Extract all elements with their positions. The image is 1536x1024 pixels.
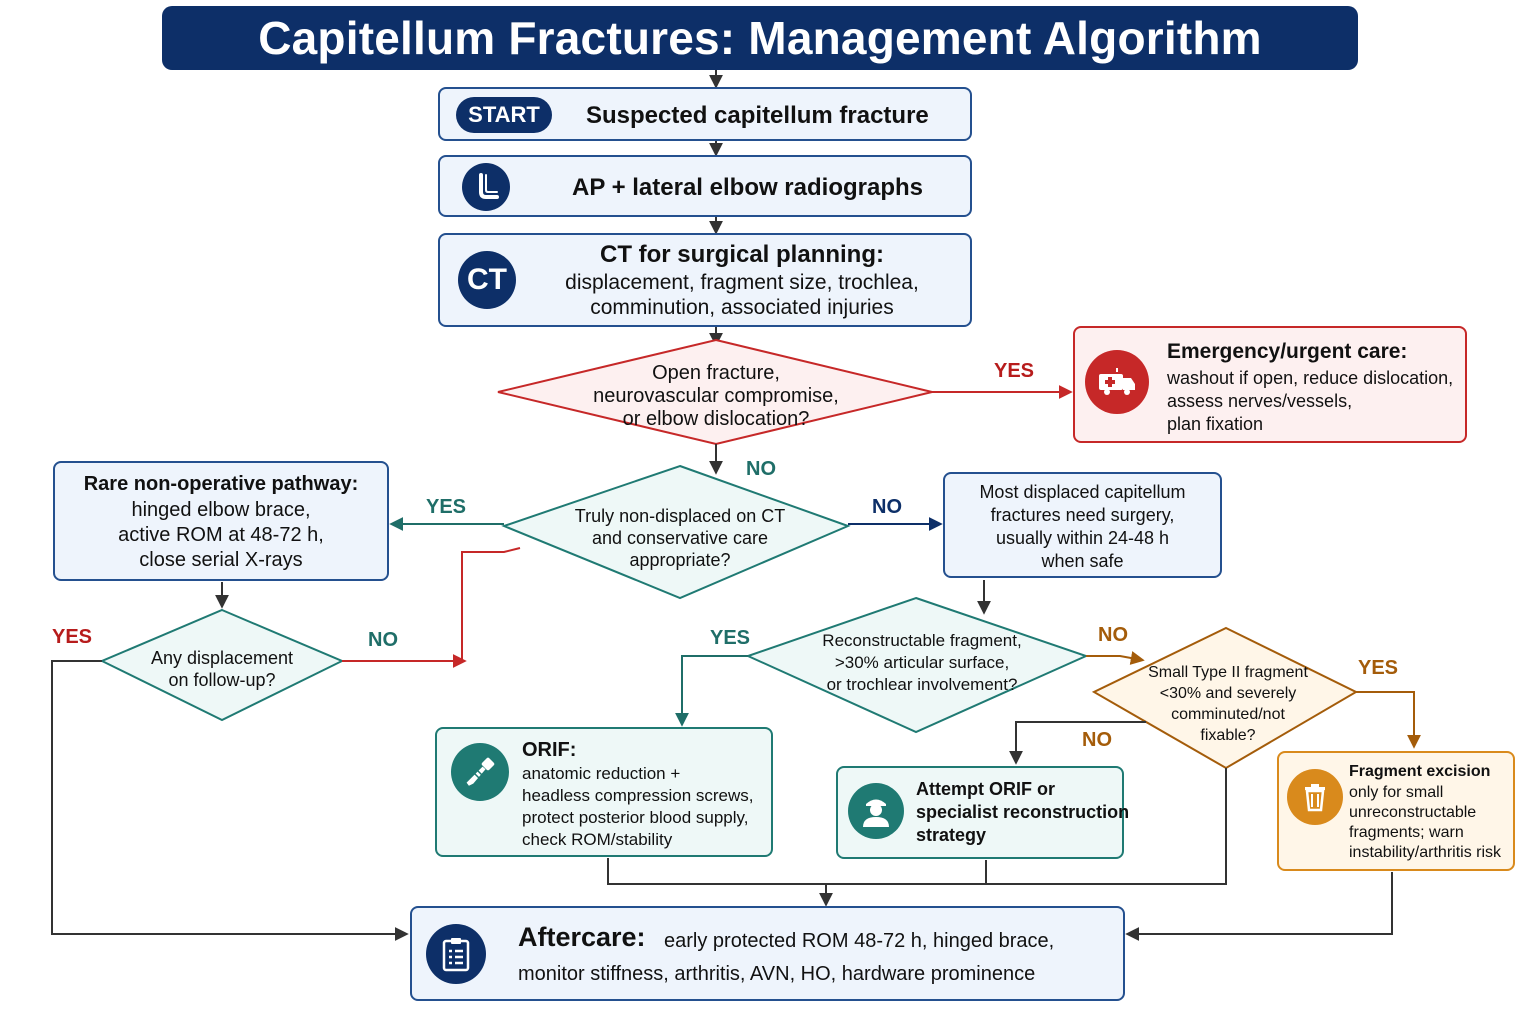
decision-reconstructable-line3: or trochlear involvement?	[826, 675, 1018, 694]
arrow-reconstructable-no	[1086, 651, 1145, 665]
decision-open-line1: Open fracture,	[652, 362, 780, 384]
aftercare-line1: early protected ROM 48-72 h, hinged brac…	[664, 930, 1055, 952]
orif-line1: anatomic reduction +	[522, 764, 681, 783]
displaced-line1: Most displaced capitellum	[979, 482, 1186, 502]
decision-small-line2: <30% and severely	[1159, 685, 1297, 702]
decision-followup-diamond	[99, 608, 345, 722]
displaced-line2: fractures need surgery,	[990, 505, 1175, 525]
label-nondisplaced-yes: YES	[426, 496, 467, 518]
excision-title: Fragment excision	[1349, 763, 1491, 780]
emergency-line2: assess nerves/vessels,	[1167, 391, 1353, 411]
decision-reconstructable-line1: Reconstructable fragment,	[822, 631, 1022, 650]
emergency-box: Emergency/urgent care: washout if open, …	[1073, 326, 1467, 443]
page-title: Capitellum Fractures: Management Algorit…	[162, 6, 1358, 70]
excision-box: Fragment excision only for small unrecon…	[1277, 751, 1515, 871]
start-text: Suspected capitellum fracture	[586, 102, 929, 129]
orif-line2: headless compression screws,	[522, 786, 754, 805]
attempt-line3: strategy	[916, 825, 987, 845]
excision-line4: instability/arthritis risk	[1349, 844, 1502, 861]
orif-box: ORIF: anatomic reduction + headless comp…	[435, 727, 773, 857]
attempt-line1: Attempt ORIF or	[916, 779, 1055, 799]
nonoperative-box: Rare non-operative pathway: hinged elbow…	[53, 461, 389, 581]
nonoperative-title: Rare non-operative pathway:	[83, 473, 359, 495]
displaced-line3: usually within 24-48 h	[995, 528, 1170, 548]
emergency-title: Emergency/urgent care:	[1167, 340, 1408, 363]
start-box: START Suspected capitellum fracture	[438, 87, 972, 141]
excision-line2: unreconstructable	[1349, 804, 1477, 821]
arrow-small-aftercare	[986, 768, 1227, 885]
ct-line2: comminution, associated injuries	[590, 296, 894, 319]
nonoperative-line3: close serial X-rays	[139, 549, 303, 571]
label-small-yes: YES	[1358, 657, 1399, 679]
label-small-no: NO	[1082, 729, 1112, 751]
nonoperative-line2: active ROM at 48-72 h,	[118, 524, 324, 546]
decision-open-line2: neurovascular compromise,	[593, 385, 839, 407]
excision-line1: only for small	[1349, 784, 1444, 801]
label-reconstructable-yes: YES	[710, 627, 751, 649]
label-followup-no: NO	[368, 629, 398, 651]
decision-reconstructable-line2: >30% articular surface,	[834, 653, 1010, 672]
aftercare-title: Aftercare:	[518, 922, 646, 952]
decision-nondisplaced-line3: appropriate?	[629, 550, 731, 570]
label-reconstructable-no: NO	[1098, 624, 1128, 646]
elbow-xray-icon	[462, 163, 510, 211]
emergency-line1: washout if open, reduce dislocation,	[1167, 368, 1454, 388]
orif-title: ORIF:	[522, 739, 577, 761]
attempt-line2: specialist reconstruction	[916, 802, 1130, 822]
clipboard-icon	[426, 924, 486, 984]
decision-open-line3: or elbow dislocation?	[622, 408, 810, 430]
excision-line3: fragments; warn	[1349, 824, 1464, 841]
radiographs-text: AP + lateral elbow radiographs	[572, 174, 923, 201]
aftercare-line2: monitor stiffness, arthritis, AVN, HO, h…	[518, 963, 1036, 985]
screw-icon	[451, 743, 509, 801]
displaced-line4: when safe	[1041, 551, 1124, 571]
emergency-line3: plan fixation	[1167, 414, 1264, 434]
arrow-attempt-aftercare	[826, 860, 987, 885]
decision-followup-line1: Any displacement	[150, 648, 294, 668]
nonoperative-line1: hinged elbow brace,	[131, 499, 311, 521]
decision-small-line1: Small Type II fragment	[1148, 664, 1308, 681]
radiographs-box: AP + lateral elbow radiographs	[438, 155, 972, 217]
arrow-small-yes	[1356, 691, 1421, 749]
orif-line4: check ROM/stability	[522, 830, 673, 849]
surgeon-icon	[848, 783, 904, 839]
label-open-no: NO	[746, 458, 776, 480]
arrow-orif-aftercare	[607, 858, 826, 885]
trash-icon	[1287, 769, 1343, 825]
label-nondisplaced-no: NO	[872, 496, 902, 518]
decision-small-line4: fixable?	[1200, 727, 1256, 744]
label-followup-yes: YES	[52, 626, 93, 648]
decision-nondisplaced-diamond	[501, 464, 851, 600]
start-badge: START	[456, 97, 552, 133]
decision-small-line3: comminuted/not	[1171, 706, 1285, 723]
ct-badge: CT	[458, 251, 516, 309]
decision-nondisplaced-line2: and conservative care	[591, 528, 769, 548]
arrow-excision-aftercare	[1125, 872, 1393, 941]
ct-box: CT CT for surgical planning: displacemen…	[438, 233, 972, 327]
arrow-followup-yes	[51, 660, 409, 941]
ct-title: CT for surgical planning:	[599, 241, 884, 268]
ambulance-icon	[1085, 350, 1149, 414]
aftercare-box: Aftercare: early protected ROM 48-72 h, …	[410, 906, 1125, 1001]
arrow-followup-no	[342, 547, 521, 662]
displaced-box: Most displaced capitellum fractures need…	[943, 472, 1222, 578]
orif-line3: protect posterior blood supply,	[522, 808, 749, 827]
label-open-yes: YES	[994, 360, 1035, 382]
decision-followup-line2: on follow-up?	[168, 670, 276, 690]
attempt-box: Attempt ORIF or specialist reconstructio…	[836, 766, 1129, 859]
arrow-reconstructable-yes	[675, 655, 748, 727]
decision-reconstructable-diamond	[745, 596, 1089, 734]
arrow-small-no	[1009, 721, 1146, 765]
ct-line1: displacement, fragment size, trochlea,	[565, 271, 919, 294]
decision-nondisplaced-line1: Truly non-displaced on CT	[574, 506, 786, 526]
